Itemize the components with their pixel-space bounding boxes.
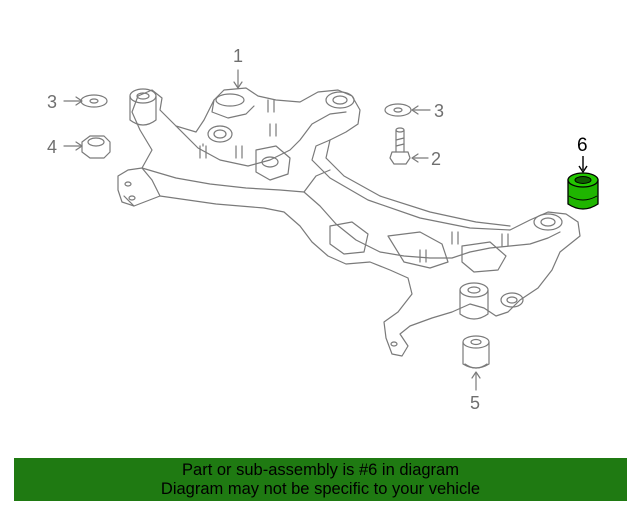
nut: [81, 135, 111, 159]
callout-3-right: 3: [434, 101, 445, 121]
leader-lines: [63, 69, 481, 391]
banner-line-2: Diagram may not be specific to your vehi…: [160, 479, 481, 498]
info-banner: Part or sub-assembly is #6 in diagram Di…: [14, 458, 627, 501]
bolt: [389, 127, 411, 165]
banner-line-1: Part or sub-assembly is #6 in diagram: [182, 460, 459, 479]
callout-1: 1: [233, 46, 244, 66]
washer-left: [80, 94, 108, 108]
subframe: [117, 87, 581, 357]
bushing-part-5: [462, 335, 490, 369]
callout-6: 6: [577, 135, 588, 156]
callout-2: 2: [431, 149, 442, 169]
washer-right: [384, 103, 412, 117]
bushing-part-6-highlighted: [567, 156, 599, 210]
callout-4: 4: [47, 137, 58, 157]
parts-diagram: [63, 69, 599, 391]
callout-5: 5: [470, 393, 481, 413]
callout-3-left: 3: [47, 92, 58, 112]
